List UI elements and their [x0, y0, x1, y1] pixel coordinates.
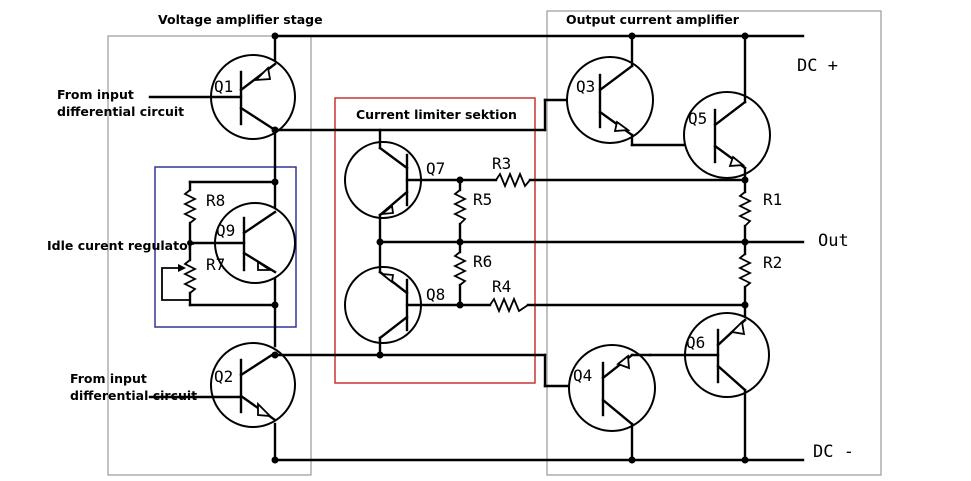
q4-label: Q4: [573, 366, 592, 385]
voltage-amplifier-box: [107, 35, 312, 476]
resistor-r3: [495, 171, 531, 189]
current-limiter-box: [334, 97, 536, 384]
input-top-line2: differential circuit: [57, 104, 184, 119]
input-bottom-line1: From input: [70, 371, 147, 386]
dc-negative-label: DC -: [813, 442, 854, 462]
resistor-r2: [737, 253, 753, 288]
junction-dots: [187, 32, 749, 464]
idle-regulator-box: [154, 166, 297, 328]
current-limiter-label: Current limiter sektion: [356, 107, 517, 122]
resistor-r6: [452, 251, 468, 286]
r2-label: R2: [763, 253, 782, 272]
q7-label: Q7: [426, 159, 445, 178]
dc-positive-label: DC +: [797, 56, 838, 76]
voltage-amplifier-label: Voltage amplifier stage: [158, 12, 323, 27]
resistor-r4: [489, 296, 529, 314]
transistor-q9: [214, 202, 296, 284]
q6-label: Q6: [686, 333, 705, 352]
resistor-r8: [182, 189, 198, 224]
r4-label: R4: [492, 277, 511, 296]
q5-label: Q5: [688, 109, 707, 128]
transistor-q4: [568, 344, 656, 432]
transistor-q2: [210, 342, 296, 428]
transistor-q3: [566, 56, 654, 144]
r1-label: R1: [763, 190, 782, 209]
q2-label: Q2: [214, 367, 233, 386]
r3-label: R3: [492, 154, 511, 173]
transistor-q5: [683, 91, 771, 179]
output-amplifier-label: Output current amplifier: [566, 12, 740, 27]
q8-label: Q8: [426, 285, 445, 304]
input-top-line1: From input: [57, 87, 134, 102]
idle-regulator-label: Idle curent regulator: [47, 238, 195, 253]
r5-label: R5: [473, 190, 492, 209]
resistor-r7: [182, 259, 198, 294]
output-label: Out: [818, 231, 849, 251]
r7-label: R7: [206, 255, 225, 274]
transistor-q8: [344, 266, 422, 344]
q9-label: Q9: [216, 221, 235, 240]
resistor-r5: [452, 189, 468, 225]
q3-label: Q3: [576, 77, 595, 96]
resistor-r1: [737, 191, 753, 227]
input-bottom-line2: differential circuit: [70, 388, 197, 403]
transistor-q7: [344, 141, 422, 219]
q1-label: Q1: [214, 77, 233, 96]
r6-label: R6: [473, 252, 492, 271]
arrow-icon: [178, 264, 186, 272]
r8-label: R8: [206, 191, 225, 210]
potentiometer-wiper: [161, 267, 190, 301]
